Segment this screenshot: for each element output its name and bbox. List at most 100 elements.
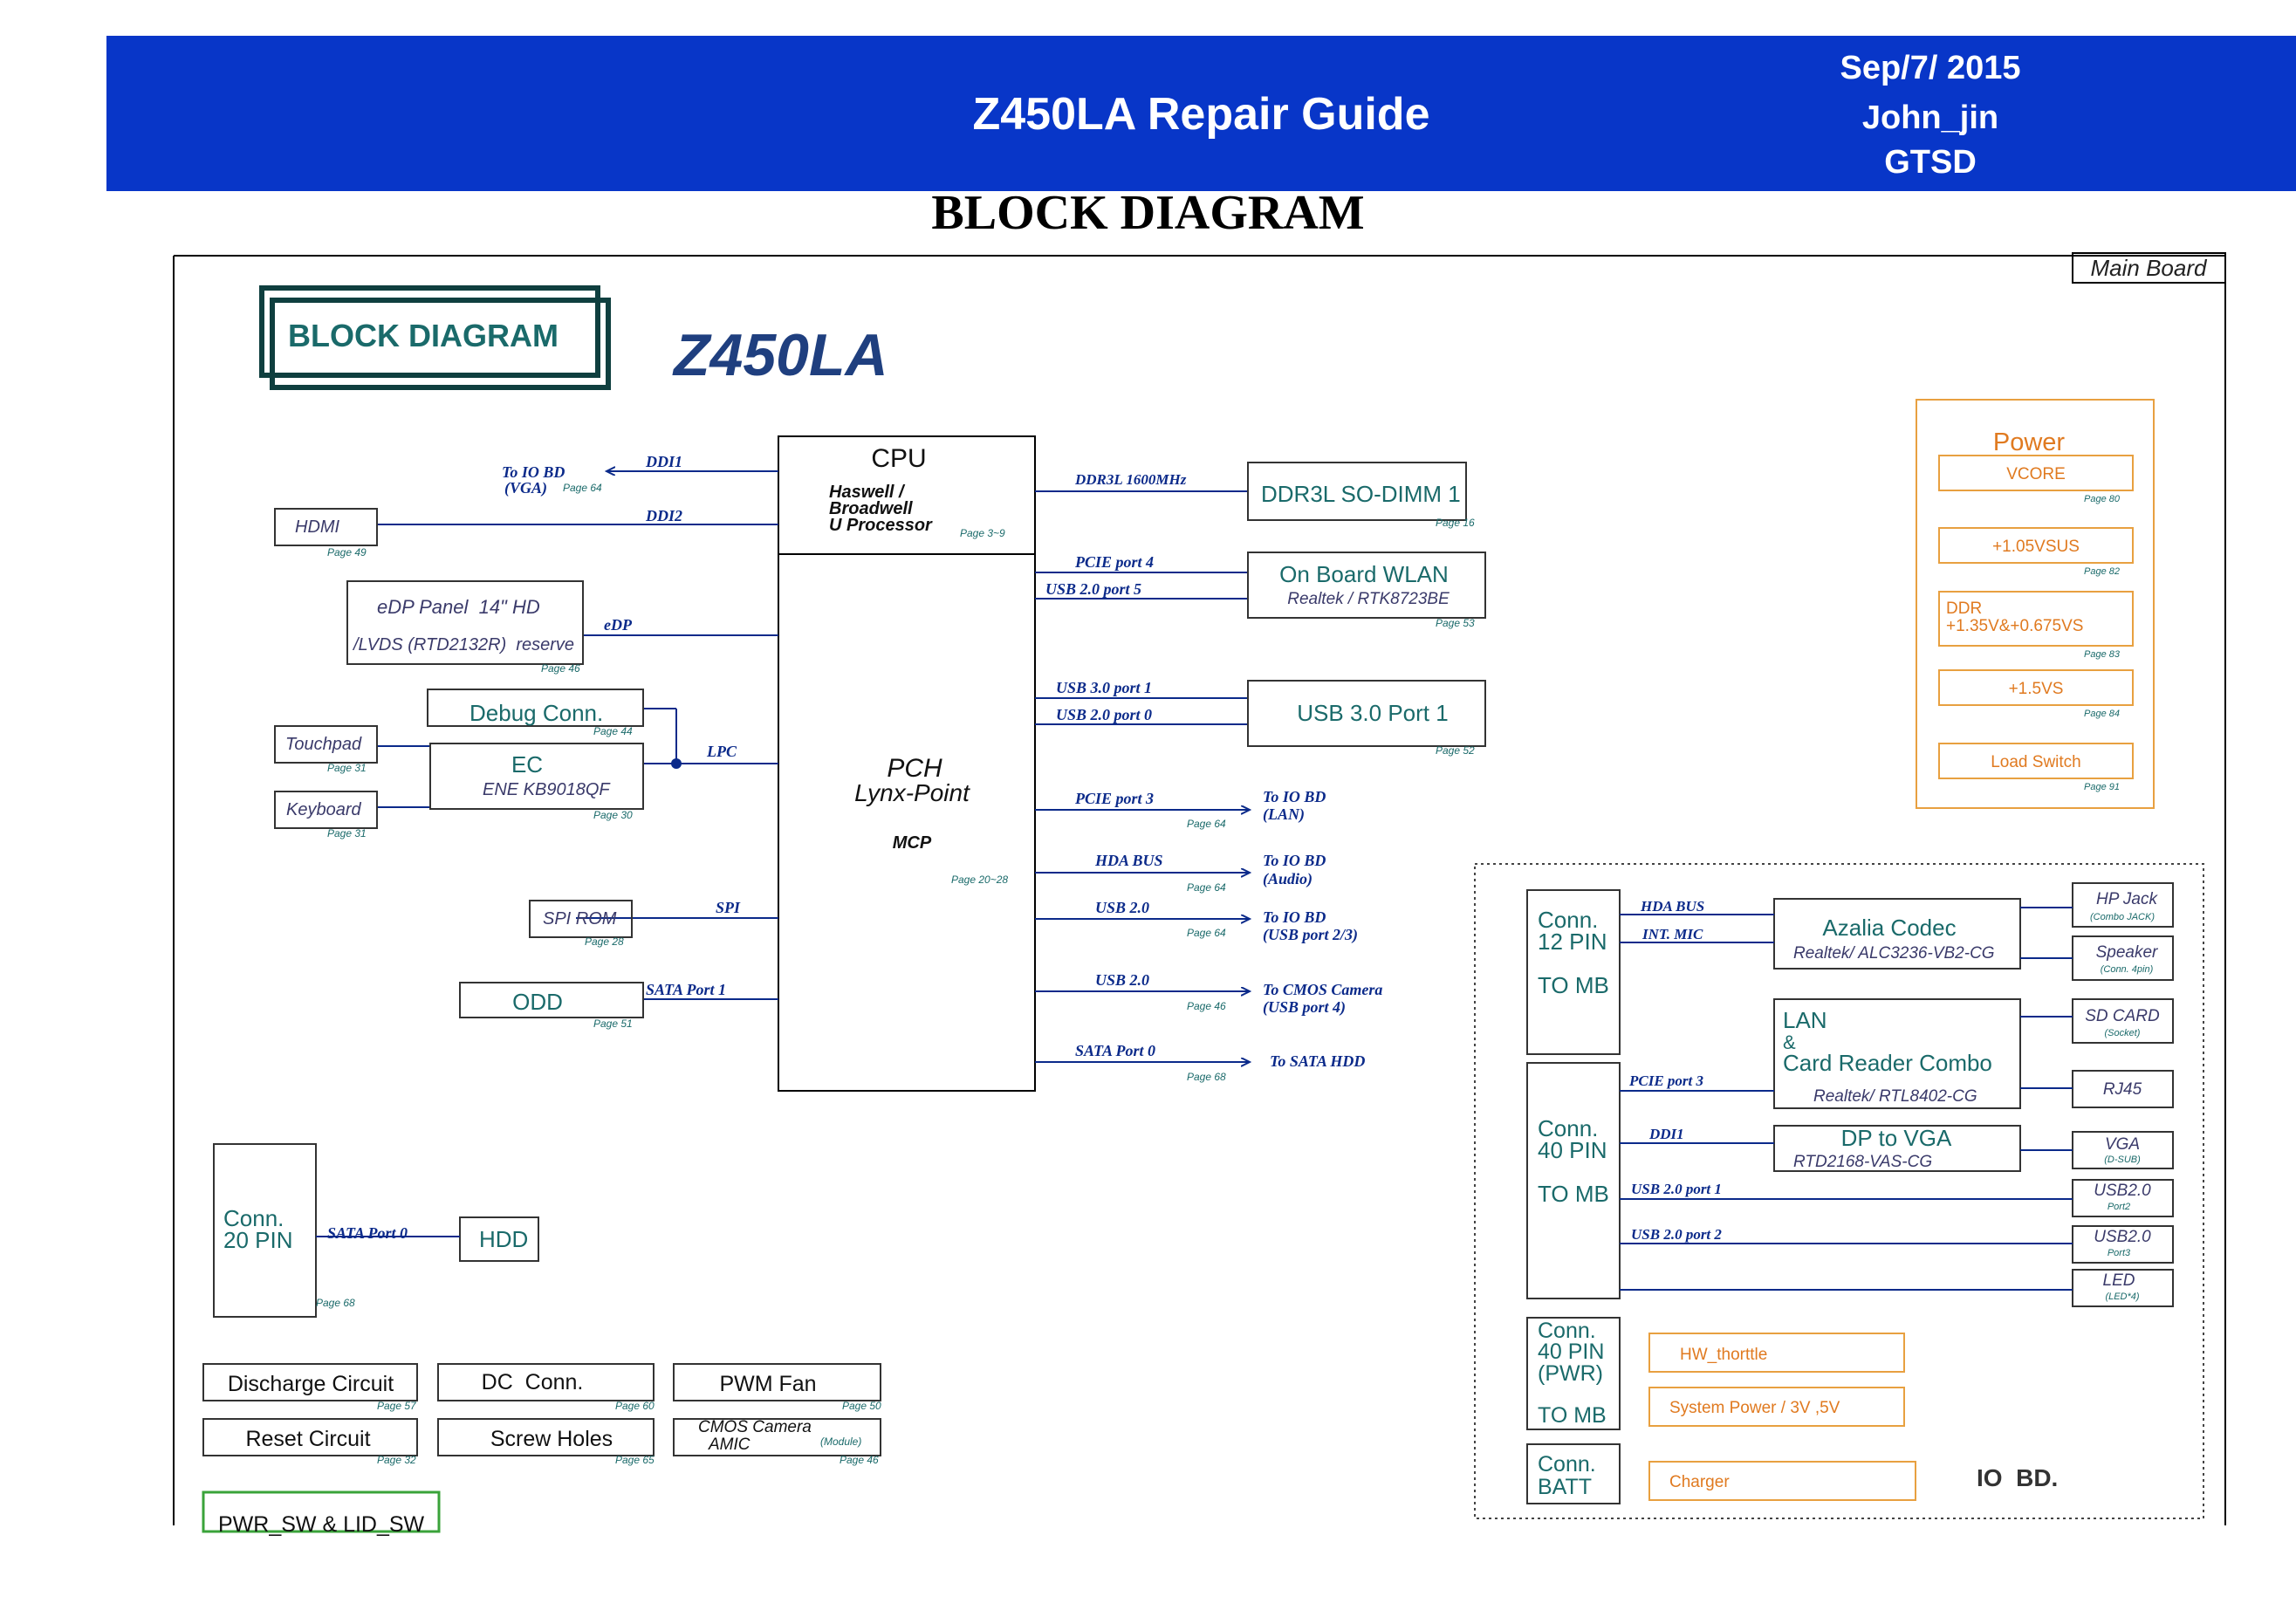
header-dept: GTSD [1884, 144, 1977, 181]
pch-mcp: MCP [893, 833, 932, 853]
io-batt-1: Conn. [1538, 1452, 1596, 1477]
wlan-label-1: On Board WLAN [1279, 561, 1449, 587]
ddr-label: DDR3L SO-DIMM 1 [1261, 481, 1461, 507]
header-bar: Z450LA Repair Guide Sep/7/ 2015 John_jin… [106, 36, 2296, 191]
page-heading: BLOCK DIAGRAM [931, 186, 1365, 240]
pch-page: Page 20~28 [951, 874, 1008, 886]
io-pwr-3: (PWR) [1538, 1361, 1603, 1386]
spi-rom-box [529, 900, 633, 938]
hda-label: HDA BUS [1094, 852, 1163, 869]
io-conn40-box [1526, 1062, 1621, 1299]
debug-page: Page 44 [593, 725, 633, 737]
discharge-page: Page 57 [377, 1400, 417, 1412]
pch-sub: Lynx-Point [854, 779, 970, 806]
discharge-box [202, 1363, 418, 1401]
to-io-vga-page: Page 64 [563, 482, 602, 494]
pwm-fan-box [673, 1363, 881, 1401]
usb20-0-label: USB 2.0 port 0 [1056, 706, 1152, 723]
power-item-box [1938, 455, 2134, 491]
reset-page: Page 32 [377, 1454, 416, 1466]
power-item-box [1938, 743, 2134, 779]
usb20-5-label: USB 2.0 port 5 [1045, 580, 1141, 598]
io-conn12-1: Conn. [1538, 907, 1598, 933]
io-hp-1: HP Jack [2096, 890, 2159, 908]
io-conn12-box [1526, 889, 1621, 1055]
ec-label-1: EC [511, 751, 543, 778]
edp-label-2: /LVDS (RTD2132R) reserve [352, 635, 574, 654]
usb23-to-1: To IO BD [1263, 908, 1326, 926]
io-dpvga-1: DP to VGA [1841, 1125, 1952, 1151]
sata0-label: SATA Port 0 [1075, 1042, 1155, 1059]
usb23-page: Page 64 [1187, 927, 1226, 939]
usb-box [1247, 680, 1486, 747]
io-hp-2: (Combo JACK) [2090, 912, 2155, 922]
hdd-label: HDD [479, 1226, 528, 1252]
header-date: Sep/7/ 2015 [1840, 50, 2021, 86]
cmos-label-2: AMIC [708, 1436, 750, 1454]
io-spk-1: Speaker [2096, 943, 2158, 962]
io-dpvga-box [1773, 1125, 2021, 1172]
io-sys-box [1648, 1387, 1905, 1427]
io-hw-box [1648, 1333, 1905, 1373]
io-conn40-1: Conn. [1538, 1115, 1598, 1141]
sata-port1-label: SATA Port 1 [646, 981, 726, 998]
io-sd-box [2072, 998, 2174, 1044]
io-hda-label: HDA BUS [1640, 898, 1704, 915]
svg-text:BLOCK DIAGRAM: BLOCK DIAGRAM [288, 318, 559, 353]
to-io-vga-2: (VGA) [504, 479, 547, 497]
conn20-label-1: Conn. [223, 1205, 284, 1231]
pch-title: PCH [887, 754, 942, 783]
cpu-sub2: Broadwell [829, 499, 913, 518]
cpu-sub3: U Processor [829, 516, 933, 535]
power-item-page: Page 80 [2084, 494, 2121, 504]
io-sd-2: (Socket) [2105, 1028, 2141, 1038]
io-batt-2: BATT [1538, 1475, 1592, 1499]
usb-port-label: USB 3.0 Port 1 [1297, 700, 1448, 726]
io-pcie3-label: PCIE port 3 [1628, 1072, 1704, 1089]
hdd-box [459, 1216, 539, 1262]
io-vga-1: VGA [2105, 1135, 2140, 1154]
io-board-frame [1474, 863, 2204, 1519]
audio-to-2: (Audio) [1263, 870, 1312, 888]
ec-label-2: ENE KB9018QF [483, 780, 611, 799]
io-usb-p2-label: USB 2.0 port 2 [1631, 1226, 1722, 1243]
screw-box [437, 1418, 655, 1456]
pwr-sw-box [202, 1490, 441, 1533]
power-item-label: Load Switch [1991, 753, 2081, 771]
odd-page: Page 51 [593, 1018, 633, 1030]
dc-conn-page: Page 60 [615, 1400, 655, 1412]
audio-to-1: To IO BD [1263, 852, 1326, 869]
power-item-label: DDR [1946, 600, 1982, 618]
discharge-label: Discharge Circuit [228, 1372, 394, 1396]
io-pwr-2: 40 PIN [1538, 1340, 1604, 1364]
io-pwr-4: TO MB [1538, 1403, 1607, 1428]
io-led-2: (LED*4) [2105, 1292, 2139, 1302]
reset-box [202, 1418, 418, 1456]
io-dpvga-2: RTD2168-VAS-CG [1793, 1153, 1932, 1171]
touchpad-box [274, 725, 378, 764]
spi-rom-page: Page 28 [585, 935, 624, 948]
conn20-label-2: 20 PIN [223, 1227, 293, 1253]
usb-page: Page 52 [1436, 744, 1475, 757]
io-bd-label: IO BD. [1977, 1464, 2058, 1491]
hdd-to: To SATA HDD [1270, 1052, 1365, 1070]
io-hp-box [2072, 882, 2174, 928]
io-vga-2: (D-SUB) [2104, 1155, 2141, 1165]
block-diagram-badge: BLOCK DIAGRAM [259, 285, 611, 390]
hdmi-box [274, 508, 378, 546]
ddr-page: Page 16 [1436, 517, 1475, 529]
ddr3l-signal: DDR3L 1600MHz [1074, 471, 1187, 488]
header-title: Z450LA Repair Guide [972, 89, 1430, 140]
wlan-box [1247, 552, 1486, 619]
io-sd-1: SD CARD [2085, 1007, 2160, 1025]
pwr-sw-label: PWR_SW & LID_SW [218, 1512, 425, 1537]
io-azalia-1: Azalia Codec [1822, 915, 1956, 941]
power-item-label: +1.05VSUS [1992, 538, 2080, 556]
touchpad-page: Page 31 [327, 762, 367, 774]
cmos-module: (Module) [820, 1436, 861, 1448]
ec-page: Page 30 [593, 809, 633, 821]
to-io-vga-1: To IO BD [502, 463, 565, 481]
cam-page: Page 46 [1187, 1000, 1226, 1012]
pwm-fan-page: Page 50 [842, 1400, 881, 1412]
